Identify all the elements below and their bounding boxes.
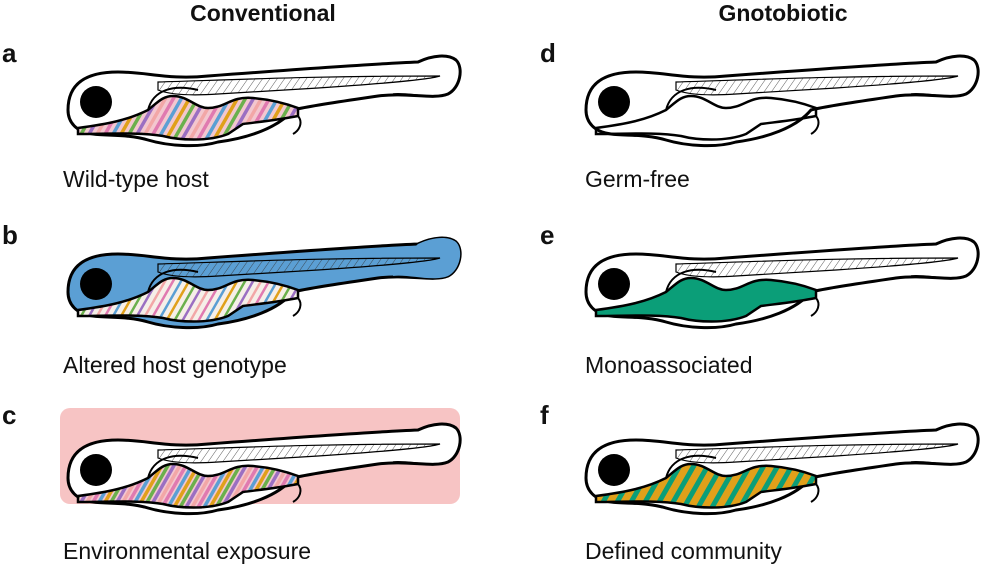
panel-letter-f: f: [540, 400, 549, 430]
panel-letter-a: a: [2, 38, 17, 68]
fish-fin-line: [910, 274, 967, 279]
panel-letter-e: e: [540, 220, 555, 250]
gut-wall-line: [810, 297, 820, 317]
fish-notochord: [157, 75, 441, 96]
panel-letter-b: b: [2, 220, 18, 250]
yolk-line: [147, 454, 199, 479]
gut-wall-line: [292, 483, 302, 503]
caption-b: Altered host genotype: [63, 352, 287, 378]
gut-stripe: [456, 80, 496, 150]
gut-stripe: [480, 262, 520, 332]
fish-eye: [598, 454, 630, 486]
gut-outline: [594, 276, 818, 323]
zebrafish-larva-defined-community: [584, 422, 980, 516]
fish-fin-line: [910, 92, 967, 97]
gut-outline: [76, 462, 300, 509]
fish-notochord: [157, 443, 441, 464]
gut-stripe: [472, 262, 512, 332]
fish-notochord: [675, 75, 959, 96]
caption-d: Germ-free: [585, 166, 690, 192]
gut-stripe: [504, 262, 544, 332]
fish-eye: [80, 268, 112, 300]
gut-stripe: [456, 262, 496, 332]
fish-panel-e: [566, 232, 986, 344]
column-heading-conventional: Conventional: [190, 0, 336, 26]
caption-c: Environmental exposure: [63, 538, 312, 564]
fish-panel-f: [566, 418, 986, 530]
gut-wall-line: [810, 115, 820, 135]
fish-notochord: [157, 257, 441, 278]
gut-stripe: [512, 262, 552, 332]
yolk-line: [147, 268, 199, 293]
gut-stripe: [488, 80, 528, 150]
yolk-line: [665, 268, 717, 293]
gut-stripe: [464, 262, 504, 332]
fish-panel-c: [48, 408, 468, 530]
gut-stripe: [496, 262, 536, 332]
fish-panel-d: [566, 50, 986, 162]
fish-eye: [80, 86, 112, 118]
gut-wall-line: [292, 297, 302, 317]
gut-outline: [594, 462, 818, 509]
yolk-line: [665, 86, 717, 111]
fish-panel-a: [48, 50, 468, 162]
gut-outline: [76, 94, 300, 141]
fish-eye: [80, 454, 112, 486]
gut-stripe: [472, 80, 512, 150]
fish-notochord: [675, 443, 959, 464]
gut-stripe: [496, 80, 536, 150]
caption-f: Defined community: [585, 538, 782, 564]
fish-fin-line: [910, 460, 967, 465]
fish-eye: [598, 268, 630, 300]
fish-fin-line: [392, 460, 449, 465]
panel-letter-c: c: [2, 400, 17, 430]
fish-fin-line: [392, 92, 449, 97]
caption-e: Monoassociated: [585, 352, 753, 378]
fish-body: [584, 54, 980, 148]
zebrafish-larva-environmental: [60, 408, 462, 516]
gut-stripe: [480, 80, 520, 150]
fish-panel-b: [48, 232, 468, 344]
caption-a: Wild-type host: [63, 166, 209, 192]
gut-stripe: [520, 262, 560, 332]
gut-outline: [594, 94, 818, 141]
gut-stripe: [504, 80, 544, 150]
gut-outline: [76, 276, 300, 323]
zebrafish-larva-germ-free: [584, 54, 980, 148]
gut-stripe: [464, 80, 504, 150]
gut-wall-line: [292, 115, 302, 135]
fish-eye: [598, 86, 630, 118]
yolk-line: [665, 454, 717, 479]
gut-stripe: [512, 80, 552, 150]
gut-wall-line: [810, 483, 820, 503]
zebrafish-larva-wild-type: [66, 54, 462, 148]
gut-stripe: [520, 80, 560, 150]
zebrafish-larva-altered-genotype: [66, 236, 462, 330]
column-heading-gnotobiotic: Gnotobiotic: [718, 0, 848, 26]
zebrafish-larva-monoassociated: [584, 236, 980, 330]
panel-letter-d: d: [540, 38, 556, 68]
yolk-line: [147, 86, 199, 111]
fish-notochord: [675, 257, 959, 278]
gut-stripe: [488, 262, 528, 332]
